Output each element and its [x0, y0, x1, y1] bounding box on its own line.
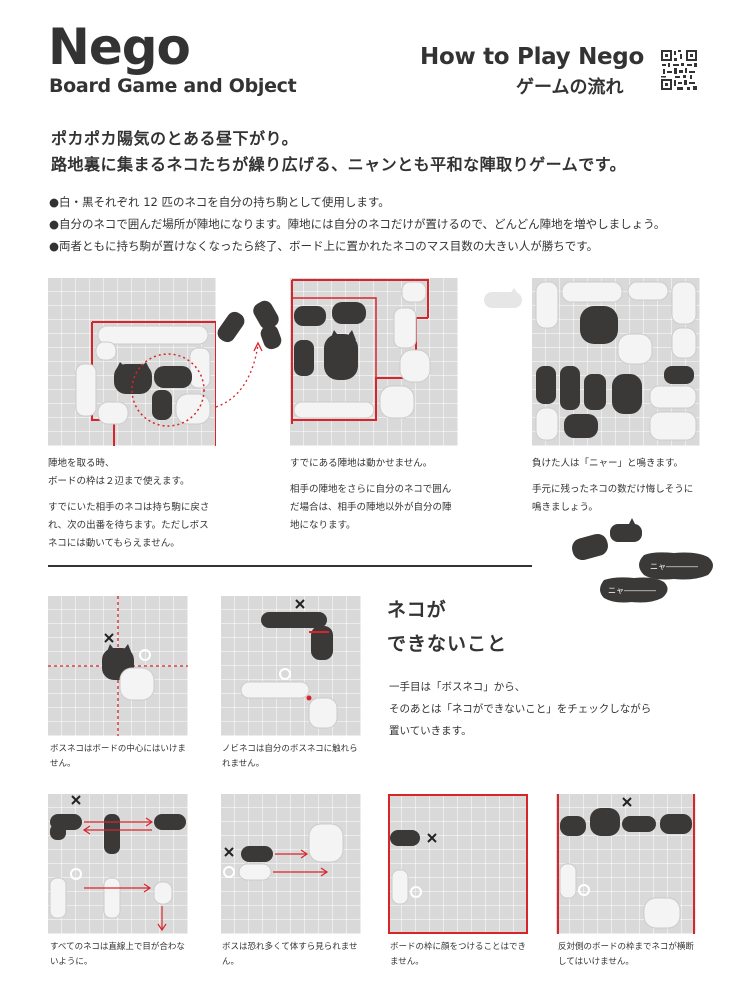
white-cat-piece — [240, 681, 338, 729]
step1-caption: 陣地を取る時、 ボードの枠は２辺まで使えます。 すでにいた相手のネコは持ち駒に戻… — [48, 458, 210, 549]
ng-rule-5-board — [388, 794, 528, 934]
page-title: Nego — [48, 18, 191, 76]
intro-bullet-3: ●両者ともに持ち駒が置けなくなったら終了、ボード上に置かれたネコのマス目数の大き… — [49, 239, 599, 253]
white-cat-piece — [119, 667, 155, 701]
black-cat-piece — [572, 518, 642, 561]
white-cat-illustration — [484, 288, 522, 308]
ng-rule-6-caption: 反対側のボードの枠までネコが横断 してはいけません。 — [558, 942, 694, 967]
ng-rule-2-board — [221, 596, 361, 736]
circle-mark-icon — [70, 868, 82, 880]
black-cat-piece — [50, 814, 186, 854]
ng-rule-5-caption: ボードの枠に顔をつけることはでき ません。 — [390, 942, 527, 967]
ng-rule-4-board — [221, 794, 361, 934]
section-divider — [48, 565, 532, 567]
flow-heading: ゲームの流れ — [516, 77, 624, 98]
black-cat-piece — [390, 830, 420, 846]
intro-lead-2: 路地裏に集まるネコたちが繰り広げる、ニャンとも平和な陣取りゲームです。 — [51, 155, 627, 174]
captured-cats-illustration — [215, 300, 282, 408]
white-cat-piece — [238, 823, 344, 881]
ng-rule-1-caption: ボスネコはボードの中心にはいけま せん。 — [50, 744, 186, 769]
step1-board — [48, 278, 216, 446]
step2-board — [290, 278, 458, 446]
circle-mark-icon — [578, 884, 590, 896]
ng-rule-4-caption: ボスは恐れ多くて体すら見られませ ん。 — [222, 942, 358, 967]
circle-mark-icon — [279, 668, 291, 680]
cross-mark-icon — [224, 847, 234, 857]
ng-rule-2-caption: ノビネコは自分のボスネコに触れら れません。 — [222, 744, 358, 769]
ng-rule-3-board — [48, 794, 188, 934]
cross-mark-icon — [295, 599, 305, 609]
step2-caption: すでにある陣地は動かせません。 相手の陣地をさらに自分のネコで囲ん だ場合は、相… — [290, 458, 452, 531]
cross-mark-icon — [427, 833, 437, 843]
intro-lead-1: ポカポカ陽気のとある昼下がり。 — [51, 129, 299, 148]
white-cat-piece — [293, 281, 431, 419]
meowing-cats-illustration — [572, 518, 642, 561]
white-cat-piece — [49, 877, 173, 919]
white-cat-piece — [391, 869, 409, 905]
ng-rule-3-caption: すべてのネコは直線上で目が合わな いように。 — [50, 942, 185, 967]
black-cat-piece — [294, 302, 366, 380]
black-cat-piece — [114, 362, 192, 420]
intro-bullet-1: ●白・黒それぞれ 12 匹のネコを自分の持ち駒として使用します。 — [49, 195, 390, 209]
white-cat-piece — [559, 863, 681, 929]
qr-code-icon — [660, 49, 698, 91]
cross-mark-icon — [622, 797, 632, 807]
black-cat-piece — [536, 306, 694, 438]
black-cat-piece — [241, 846, 273, 862]
speech-bubble-icon: ニャ―――― — [634, 551, 716, 581]
black-cat-piece — [261, 612, 333, 660]
white-cat-piece — [75, 325, 211, 425]
circle-mark-icon — [410, 886, 422, 898]
white-cat-piece — [535, 281, 697, 441]
black-cat-piece — [217, 300, 282, 350]
ng-description: 一手目は「ボスネコ」から、 そのあとは「ネコができないこと」をチェックしながら … — [389, 681, 652, 737]
cross-mark-icon — [104, 633, 114, 643]
howto-heading: How to Play Nego — [420, 44, 644, 70]
step3-caption: 負けた人は「ニャー」と鳴きます。 手元に残ったネコの数だけ悔しそうに 鳴きましょ… — [532, 458, 694, 513]
circle-mark-icon — [139, 649, 151, 661]
ng-heading: ネコが できないこと — [387, 599, 508, 655]
speech-bubble-icon: ニャ―――― — [596, 576, 670, 604]
ng-rule-6-board — [556, 794, 696, 934]
page-subtitle: Board Game and Object — [49, 75, 297, 97]
intro-bullet-2: ●自分のネコで囲んだ場所が陣地になります。陣地には自分のネコだけが置けるので、ど… — [49, 217, 666, 231]
cross-mark-icon — [71, 795, 81, 805]
circle-mark-icon — [223, 866, 235, 878]
step3-board — [532, 278, 700, 446]
ng-rule-1-board — [48, 596, 188, 736]
black-cat-piece — [560, 808, 692, 836]
